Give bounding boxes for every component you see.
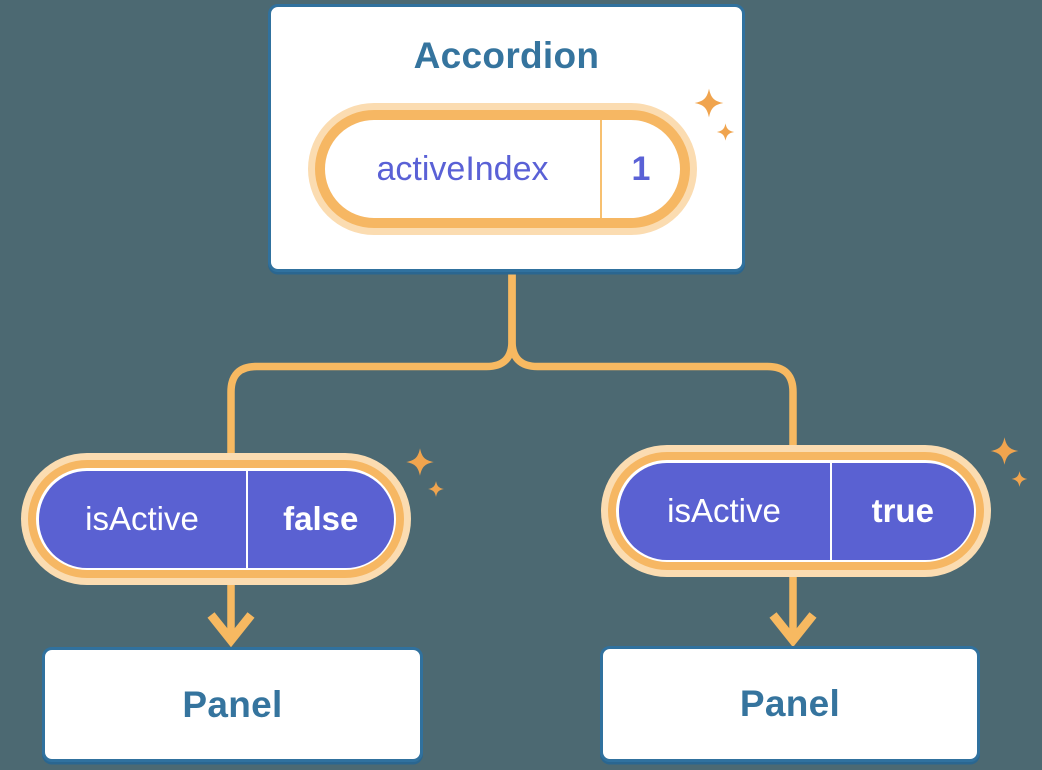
prop-pill-isactive-true: isActive true — [608, 452, 984, 570]
panel-component-box-left: Panel — [42, 647, 423, 762]
panel-component-box-right: Panel — [600, 646, 980, 762]
sparkle-icon — [406, 448, 434, 476]
prop-value: false — [283, 500, 359, 537]
sparkle-icon — [990, 437, 1019, 465]
panel-title: Panel — [739, 683, 841, 724]
prop-pill-body: isActive true — [618, 462, 974, 560]
prop-pill-divider — [829, 462, 832, 560]
connector-left-branch — [227, 272, 516, 634]
sparkle-icon — [1011, 471, 1028, 487]
state-value: 1 — [631, 149, 651, 188]
state-label: activeIndex — [376, 149, 549, 188]
prop-label: isActive — [85, 500, 199, 537]
prop-pill-body: isActive false — [38, 470, 394, 568]
state-pill-activeindex: activeIndex 1 — [315, 110, 690, 228]
prop-pill-isactive-false: isActive false — [28, 460, 404, 578]
accordion-title: Accordion — [413, 35, 600, 76]
sparkle-icon — [428, 481, 444, 497]
panel-title: Panel — [182, 683, 283, 725]
prop-value: true — [871, 492, 934, 529]
state-pill-divider — [600, 120, 602, 218]
arrow-down-icon — [769, 612, 817, 648]
arrow-down-icon — [207, 612, 255, 648]
prop-label: isActive — [667, 492, 781, 529]
